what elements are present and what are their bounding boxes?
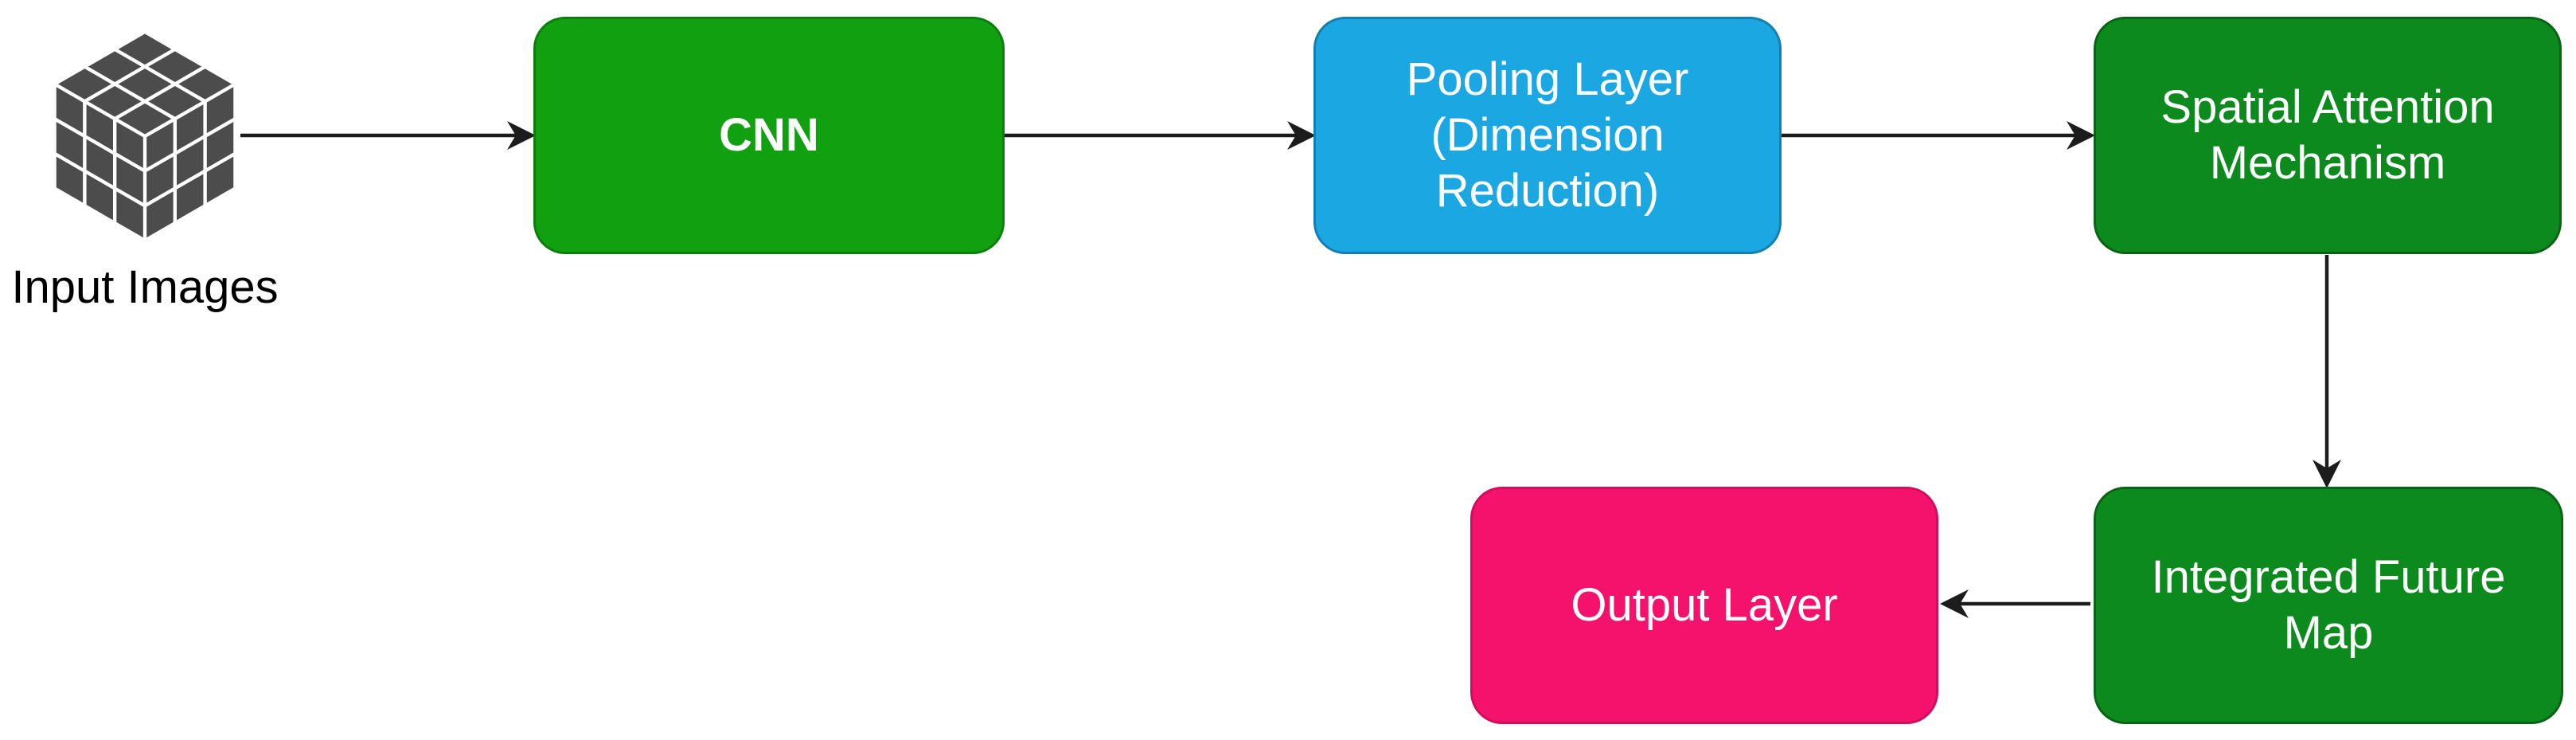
node-spatial-attention-label-line1: Spatial Attention <box>2160 81 2495 133</box>
node-integrated-future-map-label-line2: Map <box>2283 607 2374 659</box>
node-output-layer-label: Output Layer <box>1571 579 1838 631</box>
node-integrated-future-map-label-line1: Integrated Future <box>2151 551 2506 603</box>
node-pooling-layer-label-line1: Pooling Layer <box>1406 53 1689 105</box>
input-images-label: Input Images <box>11 261 279 313</box>
node-pooling-layer-label-line2: (Dimension <box>1430 109 1665 161</box>
rubiks-cube-icon <box>56 33 234 238</box>
node-pooling-layer: Pooling Layer (Dimension Reduction) <box>1313 17 1782 254</box>
node-cnn-label: CNN <box>719 109 819 161</box>
node-integrated-future-map: Integrated Future Map <box>2094 487 2563 724</box>
node-spatial-attention-mechanism: Spatial Attention Mechanism <box>2094 17 2562 254</box>
node-pooling-layer-label-line3: Reduction) <box>1435 165 1660 217</box>
node-output-layer: Output Layer <box>1470 487 1938 724</box>
node-spatial-attention-label-line2: Mechanism <box>2209 137 2446 189</box>
node-cnn: CNN <box>533 17 1005 254</box>
